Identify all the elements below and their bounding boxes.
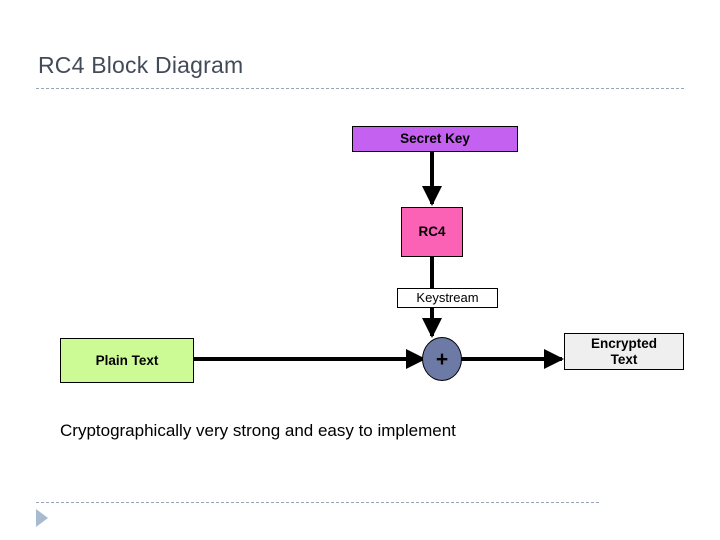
node-encrypted-text-label-line1: Encrypted [590, 336, 658, 352]
node-keystream-label: Keystream [416, 289, 479, 305]
node-secret-key-label: Secret Key [400, 131, 470, 147]
node-xor-combiner[interactable]: + [422, 337, 462, 381]
title-divider [36, 88, 684, 89]
slide-caption: Cryptographically very strong and easy t… [60, 421, 456, 440]
node-encrypted-text-label-line2: Text [610, 351, 638, 367]
node-plain-text[interactable]: Plain Text [60, 338, 194, 383]
node-keystream[interactable]: Keystream [397, 288, 498, 308]
plus-icon: + [435, 347, 449, 371]
node-rc4[interactable]: RC4 [401, 207, 463, 257]
play-triangle-icon[interactable] [34, 508, 50, 528]
footer-divider [36, 502, 599, 503]
node-encrypted-text[interactable]: Encrypted Text [564, 333, 684, 370]
node-rc4-label: RC4 [418, 224, 446, 240]
node-plain-text-label: Plain Text [95, 352, 159, 368]
page-title: RC4 Block Diagram [38, 52, 244, 78]
node-secret-key[interactable]: Secret Key [352, 126, 518, 152]
